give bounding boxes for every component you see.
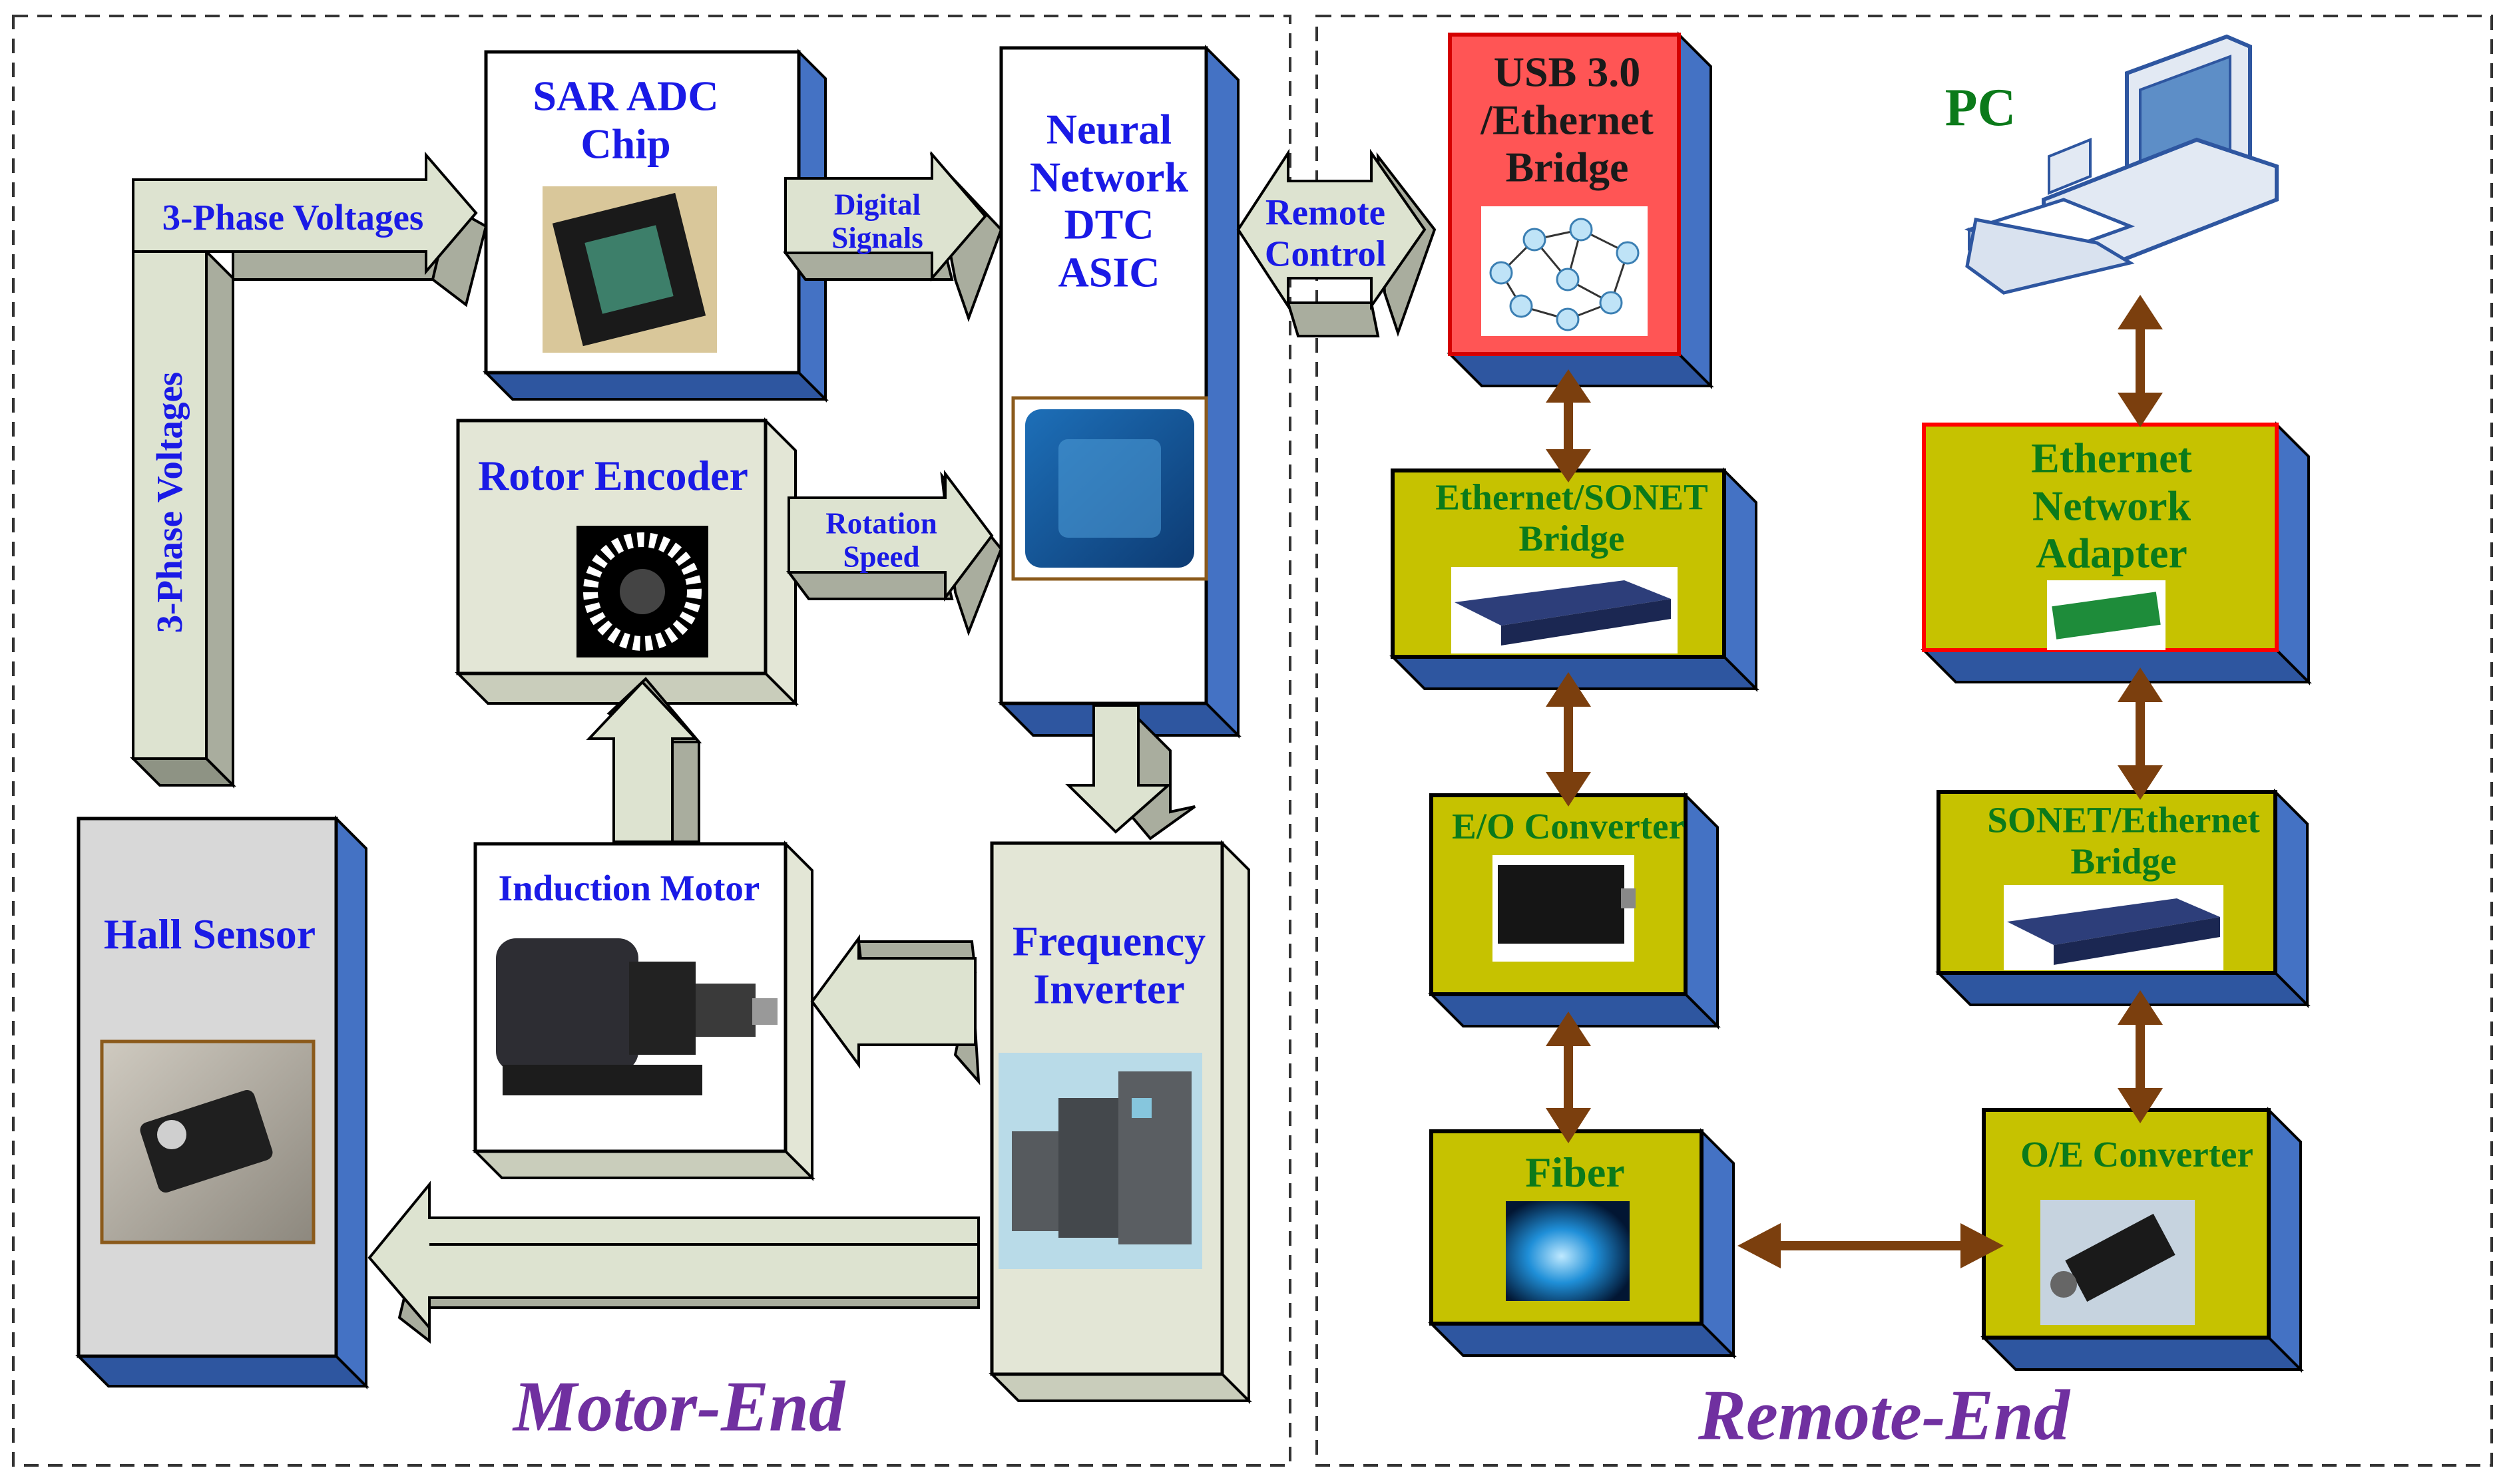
adc-chip-icon (543, 186, 717, 353)
fiber-label: Fiber (1525, 1149, 1625, 1197)
link-adapter-to-pc (2118, 295, 2163, 427)
eth-sonet-bridge-block (1389, 467, 1759, 692)
motor-icon (496, 938, 778, 1095)
rotor-encoder-label: Rotor Encoder (478, 452, 748, 500)
pc-icon (1964, 34, 2279, 295)
frequency-inverter-label: Frequency Inverter (1012, 917, 1206, 1012)
eo-converter-block (1428, 792, 1721, 1029)
remote-control-label: Remote Control (1264, 192, 1387, 274)
remote-end-region (1315, 15, 2493, 1467)
link-sonet-eth-to-adapter (2118, 667, 2163, 800)
hall-sensor-icon (100, 1039, 316, 1244)
fiber-block (1428, 1128, 1737, 1359)
network-card-icon (2047, 580, 2165, 650)
remote-control-arrow (1236, 148, 1437, 337)
rotation-speed-label: Rotation Speed (825, 506, 937, 574)
eth-adapter-label: Ethernet Network Adapter (2031, 434, 2192, 577)
fiber-optic-icon (1506, 1201, 1630, 1301)
three-phase-vertical-arrow (130, 248, 236, 789)
eo-device-icon (1492, 855, 1636, 962)
link-usb-to-eth-sonet (1546, 369, 1591, 482)
link-eth-sonet-to-eo (1546, 672, 1591, 807)
digital-signals-label: Digital Signals (831, 188, 923, 255)
usb-bridge-label: USB 3.0 /Ethernet Bridge (1480, 48, 1654, 191)
inverter-to-motor-arrow (810, 934, 981, 1085)
motor-to-encoder-arrow (586, 677, 702, 843)
hall-sensor-block (75, 815, 369, 1390)
digital-signals-arrow (783, 150, 1003, 322)
three-phase-horizontal-arrow (132, 151, 488, 307)
asic-chip-icon (1011, 396, 1208, 581)
encoder-wheel-icon (576, 526, 708, 657)
oe-device-icon (2040, 1200, 2195, 1325)
pc-label: PC (1944, 79, 2016, 138)
rotation-speed-arrow (786, 470, 1003, 636)
sar-adc-label: SAR ADC Chip (533, 72, 719, 167)
inverter-to-hall-arrow (367, 1181, 980, 1344)
sar-adc-block (483, 49, 829, 403)
oe-converter-block (1980, 1107, 2304, 1373)
inverter-icon (999, 1053, 1202, 1269)
eo-converter-label: E/O Converter (1452, 806, 1685, 847)
link-eo-to-fiber (1546, 1012, 1591, 1143)
remote-end-title: Remote-End (1698, 1376, 2070, 1455)
network-switch-icon-2 (2004, 885, 2223, 970)
induction-motor-block (472, 840, 815, 1181)
neural-asic-block (998, 45, 1242, 739)
link-fiber-to-oe (1737, 1223, 2004, 1268)
link-oe-to-sonet-eth (2118, 990, 2163, 1123)
neural-asic-label: Neural Network DTC ASIC (1029, 105, 1189, 296)
three-phase-horizontal-label: 3-Phase Voltages (162, 197, 424, 238)
rotor-encoder-block (455, 417, 799, 707)
eth-sonet-bridge-label: Ethernet/SONET Bridge (1435, 476, 1708, 558)
eth-adapter-block (1921, 421, 2312, 685)
network-graph-icon (1481, 206, 1648, 336)
frequency-inverter-block (989, 840, 1252, 1404)
oe-converter-label: O/E Converter (2020, 1134, 2253, 1175)
motor-end-title: Motor-End (513, 1367, 845, 1447)
induction-motor-label: Induction Motor (498, 868, 760, 909)
asic-to-inverter-arrow (1065, 702, 1196, 840)
network-switch-icon (1451, 567, 1678, 653)
hall-sensor-label: Hall Sensor (103, 910, 316, 958)
three-phase-vertical-label: 3-Phase Voltages (149, 371, 190, 634)
motor-end-region (12, 15, 1291, 1467)
sonet-eth-bridge-block (1935, 789, 2311, 1008)
usb-bridge-block (1447, 31, 1714, 389)
sonet-eth-bridge-label: SONET/Ethernet Bridge (1987, 799, 2260, 881)
